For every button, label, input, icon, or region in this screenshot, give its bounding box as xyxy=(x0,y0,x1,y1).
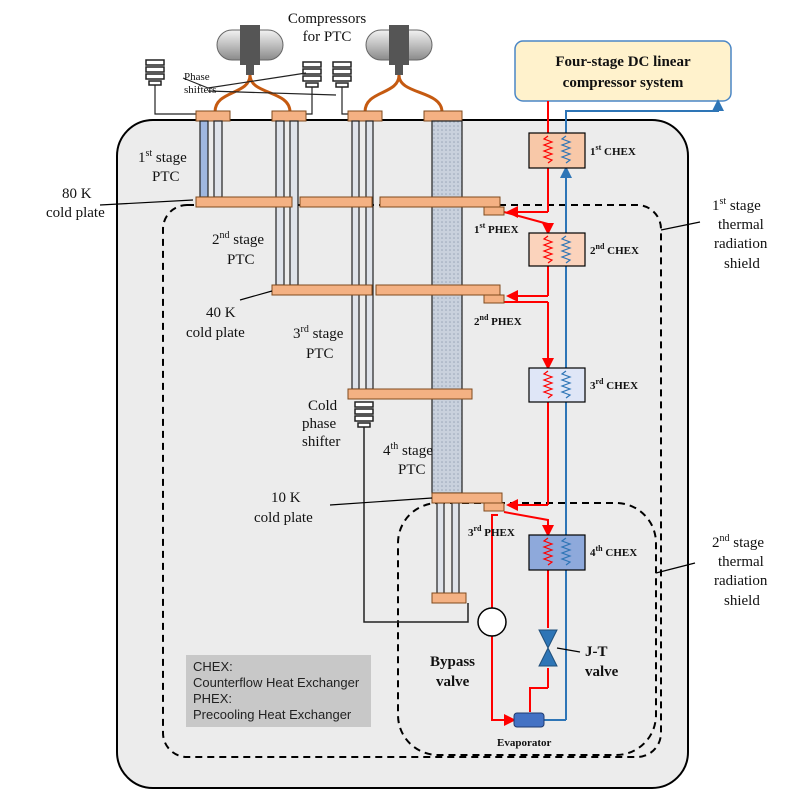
phex-2 xyxy=(483,294,505,304)
second-stage-shield xyxy=(397,502,657,756)
evaporator-label: Evaporator xyxy=(497,737,552,749)
phex-3 xyxy=(483,502,505,512)
cold-plate-80k xyxy=(195,196,293,208)
vacuum-enclosure xyxy=(116,119,689,789)
label-ptc4-2: PTC xyxy=(398,462,426,478)
phex-2-label: 2nd PHEX xyxy=(474,313,522,328)
ptc-compressor-right xyxy=(365,25,433,75)
shield2-label-3: radiation xyxy=(714,573,768,589)
jt-valve-icon xyxy=(538,629,558,667)
phase-shifter-1 xyxy=(145,59,165,86)
cold-plate-leaders xyxy=(99,199,433,506)
shield2-label-1: 2nd stage xyxy=(712,533,764,551)
label-ptc2-2: PTC xyxy=(227,252,255,268)
chex-3-label: 3rd CHEX xyxy=(590,377,638,392)
label-ptc4-1: 4th stage xyxy=(383,441,433,459)
jt-label-2: valve xyxy=(585,664,619,680)
shield1-label-4: shield xyxy=(724,256,760,272)
cold-plates xyxy=(195,196,503,604)
legend-line-3: PHEX: xyxy=(193,691,232,706)
bypass-valve-icon xyxy=(477,607,507,637)
phase-shifter-lines xyxy=(154,72,352,115)
evaporator-icon xyxy=(513,712,545,728)
ptc-compressor-left xyxy=(216,25,284,75)
label-40k-1: 40 K xyxy=(206,305,236,321)
phex-1 xyxy=(483,206,505,216)
shield1-label-1: 1st stage xyxy=(712,196,761,214)
return-line xyxy=(544,99,724,721)
label-80k-1: 80 K xyxy=(62,186,92,202)
jt-label-1: J-T xyxy=(585,644,608,660)
label-40k-2: cold plate xyxy=(186,325,245,341)
chex-1 xyxy=(528,132,586,169)
first-stage-shield xyxy=(162,204,662,758)
label-cold-ps-3: shifter xyxy=(302,434,340,450)
bypass-label-1: Bypass xyxy=(430,654,475,670)
label-ptc3-1: 3rd stage xyxy=(293,324,344,342)
compressors-label-2: for PTC xyxy=(303,29,352,45)
phex-blocks xyxy=(483,206,505,512)
label-ptc3-2: PTC xyxy=(306,346,334,362)
jt-leader xyxy=(556,647,581,653)
chex-3 xyxy=(528,367,586,403)
shield1-label-3: radiation xyxy=(714,236,768,252)
phase-shifter-2 xyxy=(302,61,322,88)
bypass-label-2: valve xyxy=(436,674,470,690)
cold-plate-10k xyxy=(431,492,503,504)
chex-1-label: 1st CHEX xyxy=(590,143,636,158)
dc-box-label-1: Four-stage DC linear xyxy=(555,54,691,70)
chex-2 xyxy=(528,232,586,267)
label-ptc1-2: PTC xyxy=(152,169,180,185)
chex-4 xyxy=(528,534,586,571)
legend-line-1: CHEX: xyxy=(193,659,233,674)
shield1-leader xyxy=(660,221,701,231)
legend-line-2: Counterflow Heat Exchanger xyxy=(193,675,360,690)
legend-line-4: Precooling Heat Exchanger xyxy=(193,707,352,722)
label-10k-2: cold plate xyxy=(254,510,313,526)
dc-compressor-box xyxy=(514,40,732,102)
label-ptc2-1: 2nd stage xyxy=(212,230,264,248)
shield2-label-4: shield xyxy=(724,593,760,609)
phex-3-label: 3rd PHEX xyxy=(468,524,515,539)
compressors-label-1: Compressors xyxy=(288,11,366,27)
phase-shifters-label-1: Phase xyxy=(184,71,210,83)
shield2-label-2: thermal xyxy=(718,554,764,570)
chex-2-label: 2nd CHEX xyxy=(590,242,639,257)
label-ptc1-1: 1st stage xyxy=(138,148,187,166)
cold-phase-shifter xyxy=(354,401,469,623)
shield2-leader xyxy=(655,562,696,574)
phase-shifters-label-2: shifters xyxy=(184,84,216,96)
ptc-transfer-lines xyxy=(213,74,444,113)
chex-4-label: 4th CHEX xyxy=(590,544,637,559)
dc-box-label-2: compressor system xyxy=(563,75,684,91)
label-cold-ps-2: phase xyxy=(302,416,336,432)
shield1-label-2: thermal xyxy=(718,217,764,233)
label-cold-ps-1: Cold xyxy=(308,398,338,414)
label-10k-1: 10 K xyxy=(271,490,301,506)
phase-shifter-3 xyxy=(332,61,352,88)
legend-box xyxy=(186,655,371,727)
label-80k-2: cold plate xyxy=(46,205,105,221)
cold-plate-40k xyxy=(271,284,373,296)
phex-1-label: 1st PHEX xyxy=(474,221,519,236)
